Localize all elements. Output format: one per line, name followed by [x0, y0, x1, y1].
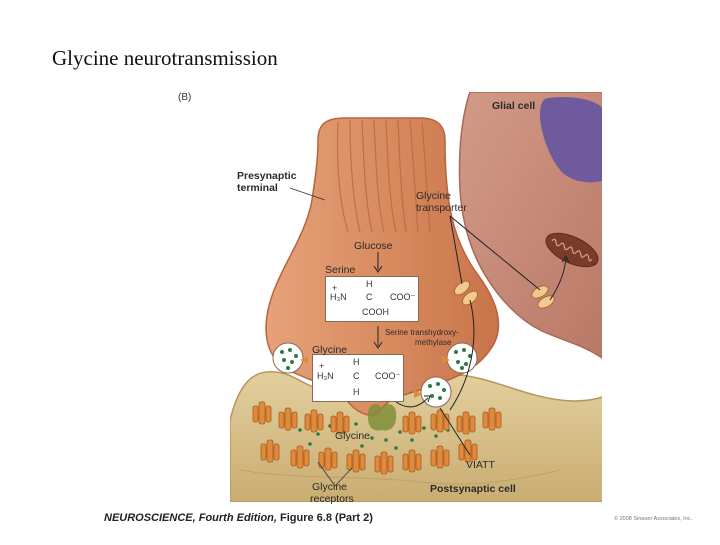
glycine-transporter-presynaptic [453, 280, 479, 306]
glycine-receptors-bottom [260, 439, 478, 475]
label-transporter-1: Glycine [416, 190, 452, 202]
glycine-coo: COO⁻ [375, 371, 401, 381]
caption-figure: Figure 6.8 (Part 2) [276, 512, 373, 524]
serine-structure: H + H₃N C COO⁻ COOH [325, 276, 419, 322]
label-glucose: Glucose [354, 240, 393, 252]
label-enzyme-1: Serine transhydroxy- [385, 328, 459, 337]
label-glycine-cleft: Glycine [335, 430, 371, 442]
serine-h3n: H₃N [330, 292, 347, 302]
mitochondrion [545, 232, 599, 268]
label-receptors-2: receptors [310, 493, 354, 505]
label-enzyme-2: methylase [415, 338, 452, 347]
label-viatt: VIATT [466, 459, 495, 471]
serine-carbon: C [366, 292, 373, 302]
glycine-release-blob [367, 404, 397, 431]
label-serine: Serine [325, 264, 356, 276]
axon-striations [336, 119, 431, 233]
glycine-plus: + [319, 361, 325, 371]
label-glial-cell: Glial cell [492, 100, 536, 112]
serine-coo: COO⁻ [390, 292, 416, 302]
glial-nucleus [540, 97, 602, 183]
serine-plus: + [332, 283, 338, 293]
label-receptors-1: Glycine [312, 481, 348, 493]
serine-cooh: COOH [362, 307, 389, 317]
glycine-transporter-glial [531, 285, 555, 309]
caption-book: NEUROSCIENCE, Fourth Edition, [104, 512, 277, 524]
slide-title: Glycine neurotransmission [52, 46, 278, 70]
panel-letter: (B) [178, 92, 192, 103]
glycine-h-top: H [353, 357, 360, 367]
figure-caption: NEUROSCIENCE, Fourth Edition, Figure 6.8… [104, 512, 373, 524]
vesicle-left [272, 342, 308, 374]
label-transporter-2: transporter [416, 202, 467, 214]
label-postsynaptic-cell: Postsynaptic cell [430, 483, 516, 495]
glycine-structure: H + H₃N C COO⁻ H [312, 354, 404, 402]
pathway-arrows [373, 215, 570, 456]
label-presynaptic-2: terminal [237, 182, 278, 194]
glycine-h3n: H₃N [317, 371, 334, 381]
label-glycine-vesicle: Glycine [312, 344, 348, 356]
glycine-h-bottom: H [353, 387, 360, 397]
serine-h-top: H [366, 279, 373, 289]
label-presynaptic-1: Presynaptic [237, 170, 297, 182]
glycine-carbon: C [353, 371, 360, 381]
glycine-receptors-top [252, 401, 502, 435]
copyright: © 2008 Sinauer Associates, Inc. [614, 516, 693, 522]
